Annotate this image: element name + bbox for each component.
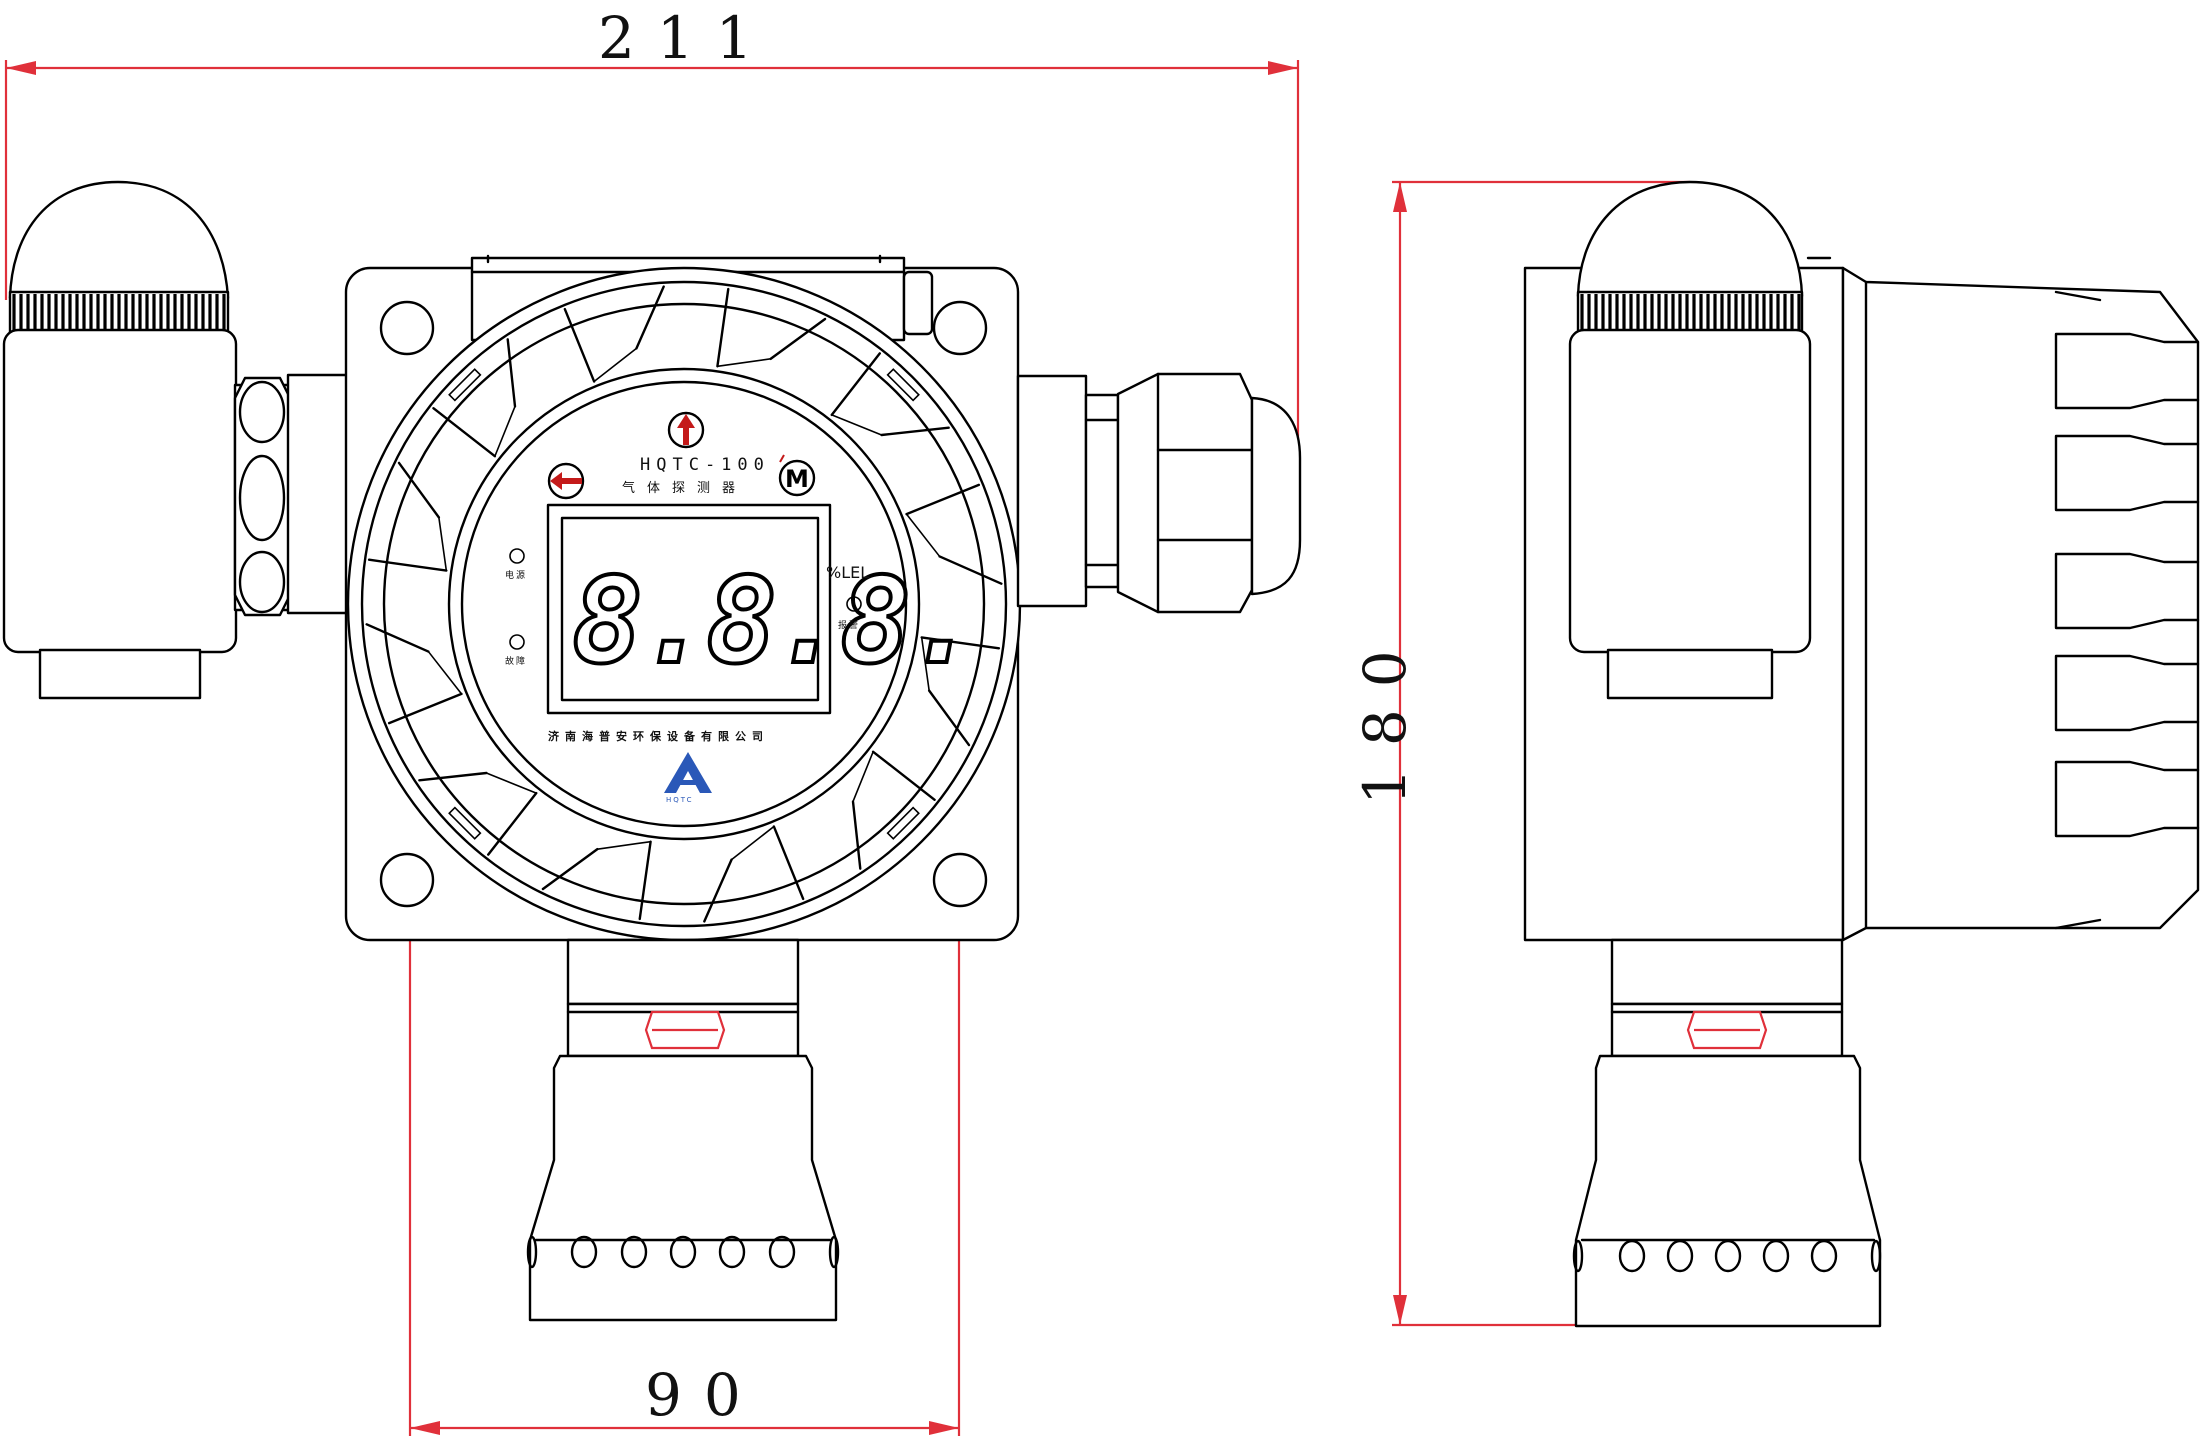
up-arrow-icon[interactable] — [667, 411, 705, 449]
dimension-height: 180 — [1351, 180, 1690, 1327]
side-sensor — [1572, 938, 1882, 1328]
left-arrow-icon[interactable] — [547, 462, 585, 500]
logo-text: HQTC — [666, 796, 694, 804]
right-cable-gland — [1016, 372, 1302, 614]
device-name-label: 气体探测器 — [622, 480, 747, 496]
front-view: HQTC-100 气体探测器 M 8.8.8. %LEL — [2, 180, 1302, 1322]
left-connector-nut — [233, 373, 350, 617]
dimension-hole-spacing: 90 — [408, 915, 961, 1436]
svg-text:报警: 报警 — [838, 619, 860, 631]
dimension-width-label: 211 — [598, 4, 775, 72]
led-display-value: 8.8.8. — [572, 552, 974, 690]
triangle-a-logo-icon: HQTC — [664, 752, 712, 804]
indicator-right: 报警 — [838, 596, 862, 631]
side-view — [1523, 180, 2200, 1328]
indicator-left-bottom: 故障 — [505, 634, 527, 667]
side-cover — [1841, 266, 2200, 942]
dimension-height-label: 180 — [1351, 628, 1419, 805]
front-panel: HQTC-100 气体探测器 M 8.8.8. %LEL — [505, 411, 980, 804]
front-sensor — [526, 938, 840, 1322]
indicator-left-top: 电源 — [505, 548, 527, 581]
dimension-hole-spacing-label: 90 — [645, 1361, 763, 1429]
svg-text:M: M — [785, 465, 809, 493]
svg-text:故障: 故障 — [505, 655, 527, 667]
side-alarm-lamp — [1568, 180, 1832, 700]
svg-text:电源: 电源 — [505, 569, 527, 581]
unit-label: %LEL — [826, 563, 869, 582]
led-display: 8.8.8. — [570, 550, 980, 692]
m-button-icon[interactable]: M — [778, 454, 816, 497]
led-display-frame — [546, 503, 832, 715]
dimension-width: 211 — [4, 4, 1300, 440]
left-alarm-lamp — [2, 180, 238, 700]
manufacturer-label: 济南海普安环保设备有限公司 — [548, 729, 769, 743]
model-label: HQTC-100 — [640, 455, 770, 475]
